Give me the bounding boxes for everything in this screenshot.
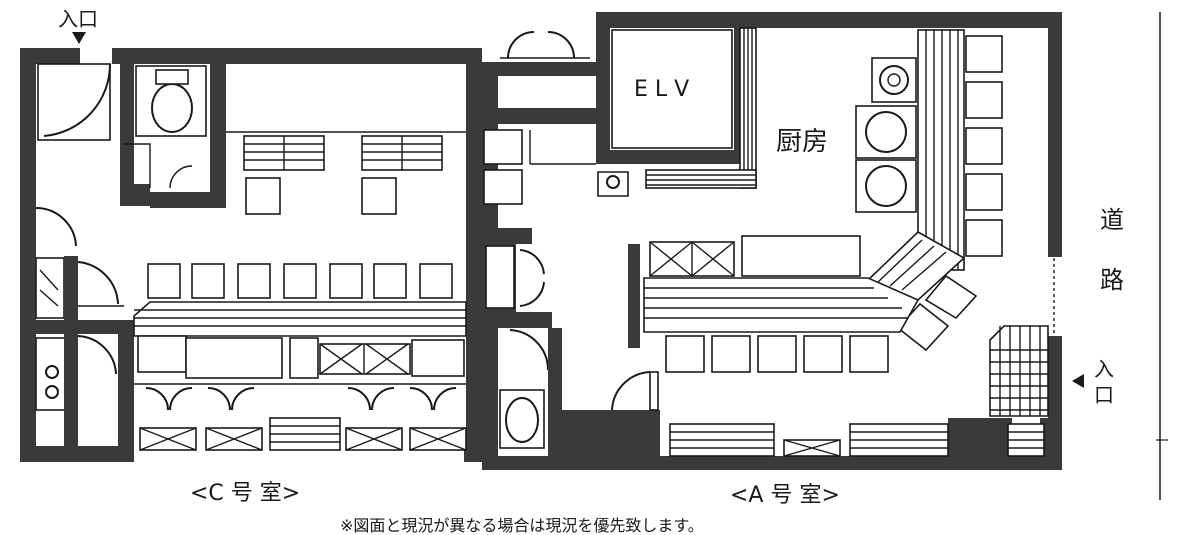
room-c-label: <C 号 室> <box>190 481 300 506</box>
c-room-interior <box>35 63 467 460</box>
road-label-top: 道 <box>1100 206 1124 234</box>
road-label-bottom: 路 <box>1100 266 1124 294</box>
entrance-label-c: 入口 <box>58 7 98 31</box>
entrance-arrow-a <box>1072 374 1084 388</box>
elevator-label: E L V <box>634 77 689 102</box>
entrance-label-a-bottom: 口 <box>1094 383 1114 407</box>
entrance-arrow-c <box>72 32 86 44</box>
kitchen-label: 厨房 <box>776 127 828 157</box>
entrance-label-a-top: 入 <box>1094 357 1114 381</box>
a-room-interior <box>482 27 1055 470</box>
room-a-label: <A 号 室> <box>730 483 840 508</box>
disclaimer-note: ※図面と現況が異なる場合は現況を優先致します。 <box>340 516 704 535</box>
